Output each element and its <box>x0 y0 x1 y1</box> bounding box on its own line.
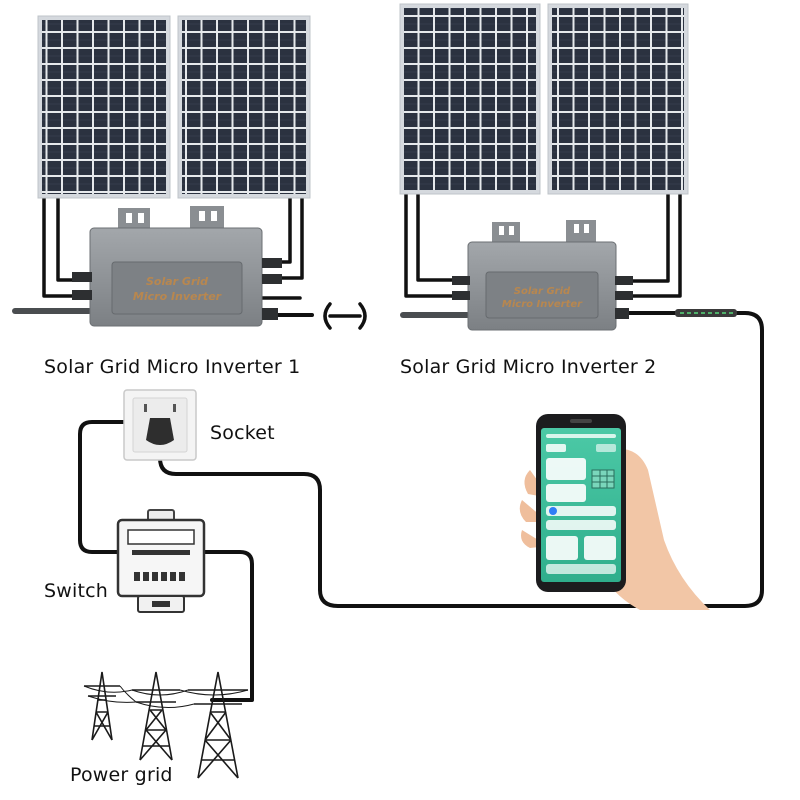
power-grid-label: Power grid <box>70 764 173 786</box>
power-tower-icon <box>83 671 249 779</box>
breaker-switch-icon <box>116 509 206 613</box>
micro-inverter-2: Solar Grid Micro Inverter <box>400 220 633 331</box>
mc4-connector-icon <box>323 302 367 330</box>
ac-cable-sleeve <box>675 309 737 317</box>
inverter-1-plate-line2: Micro Inverter <box>133 290 222 303</box>
inverter-2-plate-line2: Micro Inverter <box>502 299 583 310</box>
socket-label: Socket <box>210 422 275 444</box>
solar-panel-4 <box>547 3 689 195</box>
solar-panel-2 <box>177 15 311 199</box>
micro-inverter-1: Solar Grid Micro Inverter <box>12 206 282 327</box>
wall-socket-icon <box>123 389 197 461</box>
inverter-2-plate-line1: Solar Grid <box>514 286 571 297</box>
inverter-1-plate-line1: Solar Grid <box>146 275 208 288</box>
solar-panel-3 <box>399 3 541 195</box>
switch-label: Switch <box>44 580 109 602</box>
inverter-2-label: Solar Grid Micro Inverter 2 <box>400 356 657 378</box>
smartphone-app-icon <box>519 414 710 610</box>
inverter-1-label: Solar Grid Micro Inverter 1 <box>44 356 301 378</box>
solar-panel-1 <box>37 15 171 199</box>
wiring <box>42 192 764 702</box>
